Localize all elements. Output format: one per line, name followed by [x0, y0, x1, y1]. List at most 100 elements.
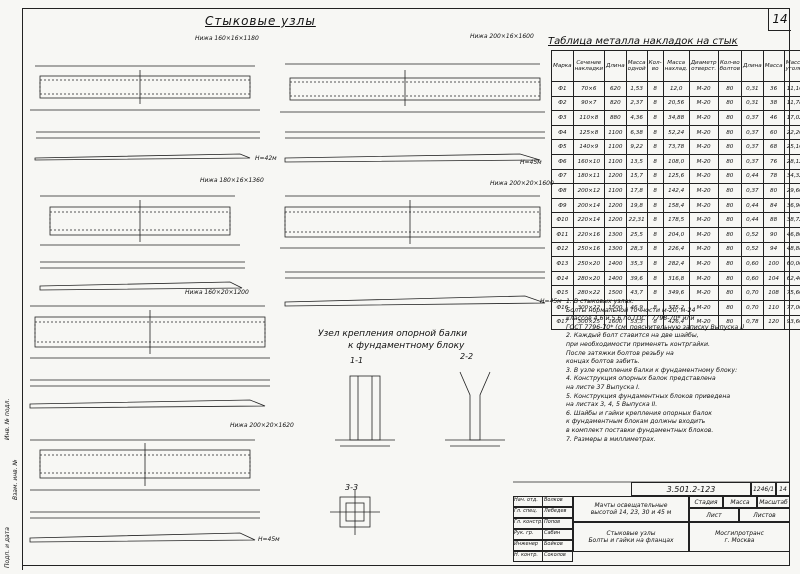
node-title-line: Узел крепления опорной балки	[318, 329, 468, 339]
table-cell: 80	[717, 197, 743, 214]
note-line: 2. Каждый болт ставится на две шайбы,	[566, 332, 699, 340]
side-strip: Подп. и дата Взам. инв. № Инв. № подл.	[0, 380, 23, 570]
table-cell: 80	[717, 81, 743, 97]
table-row: Ф5140×911009,22873,78М-20800,376825,1698…	[551, 139, 800, 155]
section-label: 1-1	[350, 356, 364, 365]
title-block: 3.501.2-123 1246/1 14 Мачты освещательны…	[513, 482, 790, 566]
table-cell: 8	[646, 256, 664, 272]
height-label: Н=45м	[258, 536, 280, 543]
table-header-cell: Сечение накладки	[572, 50, 605, 82]
table-cell: М-20	[688, 124, 719, 141]
table-cell: 35,3	[625, 256, 648, 272]
note-line: 6. Шайбы и гайки крепления опорных балок	[566, 409, 712, 417]
table-cell: 316,8	[662, 270, 690, 287]
table-header-cell: Марка	[551, 50, 574, 82]
table-cell: 110×8	[572, 110, 605, 126]
table-cell: 250×20	[572, 256, 605, 272]
beam-drawing	[29, 305, 270, 409]
table-cell: 100	[762, 256, 785, 272]
stamp-role-row: Нач. отд.Волков	[513, 496, 573, 507]
table-cell: 226,4	[662, 241, 690, 258]
table-cell: 29,60	[783, 183, 800, 199]
stamp-subject: Стыковые узлы Болты и гайки на фланцах	[573, 522, 689, 552]
stamp-role: Нач. отд.	[514, 497, 543, 506]
table-cell: 17,02	[783, 110, 800, 126]
table-cell: 160×10	[572, 153, 605, 170]
table-cell: 11,78	[783, 95, 800, 112]
stamp-organization: Мосгипротранс г. Москва	[689, 522, 790, 552]
table-cell: 11,16	[783, 81, 800, 97]
beam-label: Нижа 200×20×1600	[490, 180, 554, 187]
table-cell: 8	[646, 153, 664, 170]
table-cell: 1100	[603, 139, 627, 155]
stamp-org-line: Мосгипротранс	[715, 530, 764, 537]
table-cell: М-20	[688, 95, 719, 112]
stamp-role: Рук. гр.	[514, 530, 543, 539]
stamp-name: Сабин	[544, 530, 561, 536]
table-cell: 28,3	[625, 241, 648, 258]
table-cell: 8	[646, 212, 664, 228]
stamp-stage: Стадия	[689, 496, 723, 508]
table-cell: Ф12	[551, 241, 574, 258]
table-cell: М-20	[688, 153, 719, 170]
table-cell: 73,78	[662, 139, 690, 155]
table-row: Ф4125×811006,38852,24М-20800,376022,2074…	[551, 124, 800, 141]
table-cell: 1600	[603, 314, 627, 331]
stamp-role: Н. контр.	[514, 552, 543, 561]
table-cell: Ф8	[551, 183, 574, 199]
stamp-subject-line: Стыковые узлы	[606, 530, 656, 537]
table-cell: 68	[762, 139, 785, 155]
table-cell: 880	[603, 110, 627, 126]
table-cell: 76	[762, 153, 785, 170]
table-cell: 34,32	[783, 168, 800, 185]
table-cell: 80	[717, 256, 743, 272]
table-title: Таблица металла накладок на стык	[548, 36, 738, 47]
table-cell: 8	[646, 139, 664, 155]
table-cell: 220×16	[572, 226, 605, 243]
table-cell: Ф13	[551, 256, 574, 272]
table-cell: Ф10	[551, 212, 574, 228]
note-line: 5. Конструкция фундаментных блоков приве…	[566, 392, 731, 400]
table-cell: 178,5	[662, 212, 690, 228]
table-cell: Ф1	[551, 81, 574, 97]
table-cell: 39,6	[625, 270, 648, 287]
height-label: Н=45м	[520, 159, 542, 166]
table-cell: Ф3	[551, 110, 574, 126]
table-cell: 8	[646, 124, 664, 141]
table-cell: М-20	[688, 197, 719, 214]
table-cell: 19,8	[625, 197, 648, 214]
note-line: в комплект поставки фундаментных блоков.	[566, 426, 714, 434]
table-cell: 80	[717, 153, 743, 170]
beam-drawing	[39, 195, 245, 291]
doc-code-2: 1246/1	[751, 482, 776, 496]
table-cell: 80	[717, 241, 743, 258]
node-title-line: к фундаментному блоку	[348, 341, 465, 351]
table-cell: 20,56	[662, 95, 690, 112]
table-header-cell: Масса уголк.	[783, 50, 800, 82]
table-cell: 1100	[603, 183, 627, 199]
table-cell: 80	[717, 124, 743, 141]
stamp-desc-line: Мачты освещательные	[594, 502, 668, 509]
table-cell: М-20	[688, 168, 719, 185]
table-cell: М-20	[688, 183, 719, 199]
beam-label: Нижа 160×16×1180	[195, 35, 259, 42]
table-row: Ф8200×12110017,88142,4М-20800,378029,601…	[551, 183, 800, 199]
table-cell: 22,20	[783, 124, 800, 141]
table-cell: 28,12	[783, 153, 800, 170]
table-cell: 25,16	[783, 139, 800, 155]
table-cell: 8	[646, 270, 664, 287]
table-cell: 108,0	[662, 153, 690, 170]
table-cell: 90	[762, 226, 785, 243]
table-cell: 180×11	[572, 168, 605, 185]
table-cell: 8	[646, 226, 664, 243]
table-row: Ф12250×16130028,38226,4М-20800,529448,88…	[551, 241, 800, 258]
table-cell: 1200	[603, 197, 627, 214]
stamp-sheet-number: 14	[776, 482, 790, 496]
table-cell: 300×25	[572, 314, 605, 331]
table-header-cell: Длина	[603, 50, 627, 82]
stamp-subject-line: Болты и гайки на фланцах	[588, 537, 674, 544]
table-cell: 77,00	[783, 299, 800, 316]
table-cell: 46	[762, 110, 785, 126]
